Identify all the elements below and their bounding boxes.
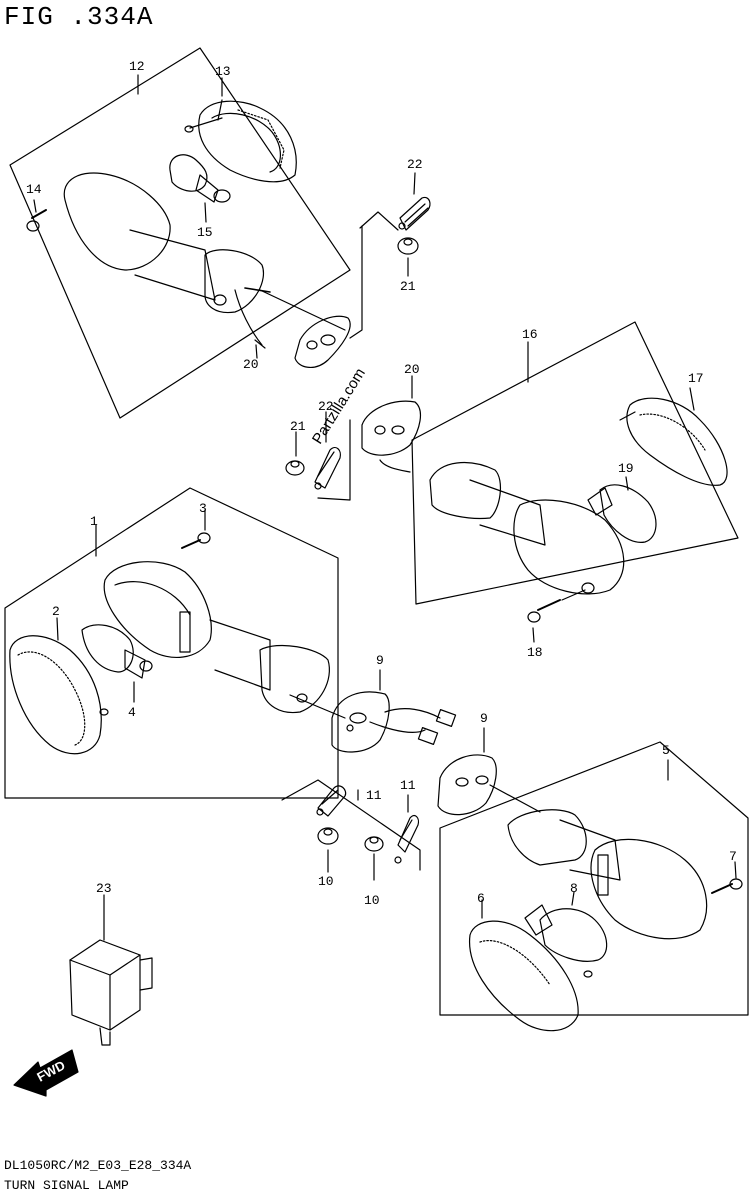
part-17-lens: [620, 388, 727, 485]
callout-7: 7: [729, 849, 737, 864]
callout-18: 18: [527, 645, 543, 660]
callout-1: 1: [90, 514, 98, 529]
figure-name: TURN SIGNAL LAMP: [4, 1178, 129, 1193]
group-12-box: [10, 48, 350, 418]
callout-20-upper: 20: [243, 357, 259, 372]
group-16-box: [412, 322, 738, 604]
part-16-housing: [430, 463, 624, 594]
callout-9-left: 9: [376, 653, 384, 668]
callout-22-middle: 22: [318, 399, 334, 414]
callout-16: 16: [522, 327, 538, 342]
callout-10-left: 10: [318, 874, 334, 889]
callout-15: 15: [197, 225, 213, 240]
part-5-housing: [508, 810, 707, 939]
part-23-relay: [70, 895, 152, 1045]
part-11-clip-right: [395, 795, 418, 863]
part-12-housing: [64, 173, 345, 348]
callout-8: 8: [570, 881, 578, 896]
callout-14: 14: [26, 182, 42, 197]
part-20-gasket-upper: [256, 316, 350, 367]
callout-5: 5: [662, 743, 670, 758]
callout-12: 12: [129, 59, 145, 74]
callout-13: 13: [215, 64, 231, 79]
part-15-bulb: [170, 155, 230, 222]
part-7-screw: [712, 862, 742, 893]
group-1-box: [5, 488, 338, 798]
callout-20-middle: 20: [404, 362, 420, 377]
callout-21-middle: 21: [290, 419, 306, 434]
callout-10-right: 10: [364, 893, 380, 908]
callout-4: 4: [128, 705, 136, 720]
part-21-nut-upper: [398, 238, 418, 276]
callout-11-right: 11: [400, 778, 416, 793]
part-10-nut-right: [365, 837, 383, 880]
part-10-nut-left: [318, 828, 338, 872]
callout-11-left: 11: [366, 788, 382, 803]
callout-17: 17: [688, 371, 704, 386]
part-4-bulb: [82, 625, 152, 702]
part-1-housing: [104, 562, 345, 718]
callout-22-upper: 22: [407, 157, 423, 172]
part-18-screw: [528, 590, 585, 642]
figure-code: DL1050RC/M2_E03_E28_334A: [4, 1158, 192, 1173]
part-14-screw: [27, 200, 46, 231]
callouts: 1 2 3 4 5 6 7 8 9 9 10 10 11 11 12 13 14…: [26, 59, 737, 908]
part-3-screw: [182, 510, 210, 548]
figure-title: FIG .334A: [4, 2, 154, 32]
part-21-nut-middle: [286, 432, 304, 475]
part-6-lens: [470, 900, 592, 1031]
callout-9-right: 9: [480, 711, 488, 726]
part-13-lens: [185, 100, 296, 182]
callout-19: 19: [618, 461, 634, 476]
callout-21-upper: 21: [400, 279, 416, 294]
part-8-bulb: [525, 892, 607, 961]
callout-6: 6: [477, 891, 485, 906]
callout-23: 23: [96, 881, 112, 896]
callout-2: 2: [52, 604, 60, 619]
part-9-grommet-left: [332, 670, 389, 752]
part-20-gasket-middle: [362, 376, 420, 455]
fwd-arrow: [14, 1050, 78, 1096]
part-19-bulb: [588, 477, 656, 542]
part-9-grommet-right: [438, 728, 496, 815]
part-2-lens: [10, 618, 108, 754]
part-22-clip-middle: [315, 412, 340, 489]
group-5-box: [440, 742, 748, 1015]
part-11-clip-left: [317, 786, 346, 816]
callout-3: 3: [199, 501, 207, 516]
part-22-clip-upper: [399, 173, 430, 230]
